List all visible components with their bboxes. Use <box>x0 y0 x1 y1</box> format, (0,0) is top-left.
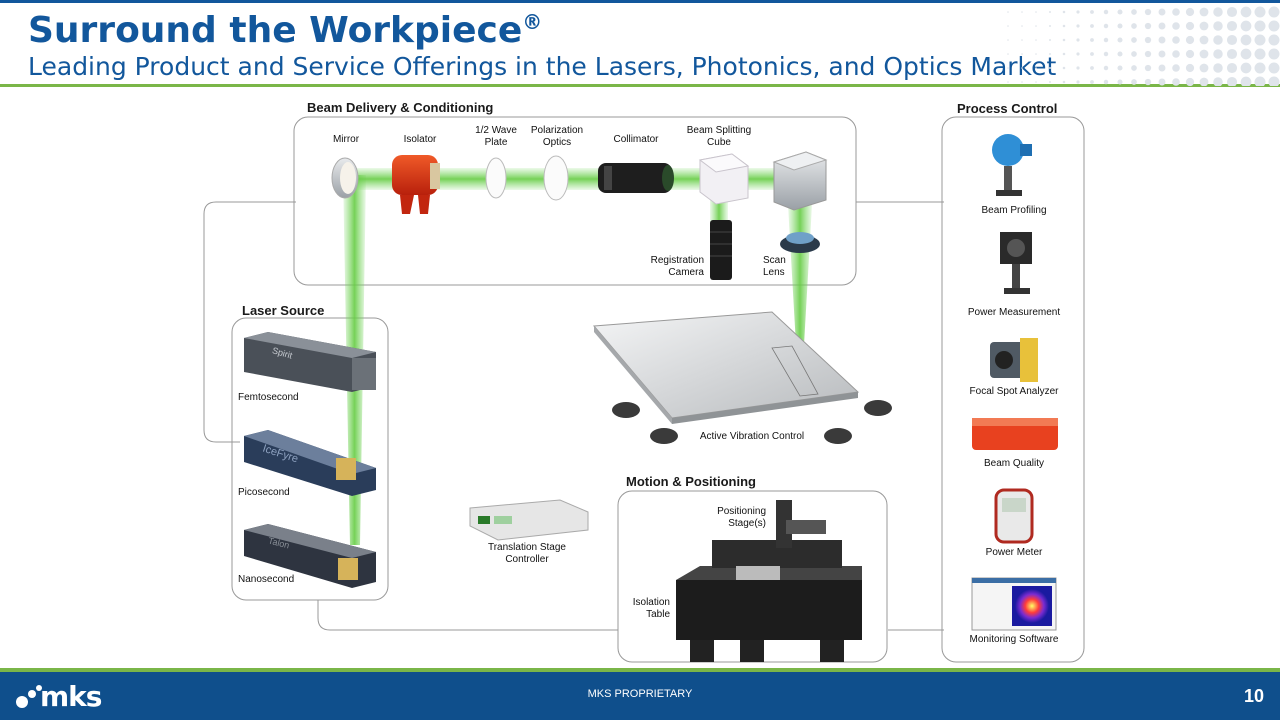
logo-text: mks <box>40 680 102 713</box>
picosecond-label: Picosecond <box>238 487 290 498</box>
isolator-label: Isolator <box>403 134 437 145</box>
left-connector-line <box>203 201 296 443</box>
footer-bar <box>0 672 1280 720</box>
laser-source-box <box>231 317 389 601</box>
isolation-label-line2: Table <box>646 609 670 620</box>
active-vibration-label: Active Vibration Control <box>699 431 805 442</box>
isolation-table-label: Isolation Table <box>626 597 670 621</box>
beam-splitting-label: Beam Splitting Cube <box>680 125 758 149</box>
translation-label-line1: Translation Stage <box>487 542 566 553</box>
beam-quality-device <box>972 418 1058 450</box>
collimator-label: Collimator <box>613 134 659 145</box>
motion-positioning-label: Motion & Positioning <box>626 474 756 489</box>
positioning-label-line2: Stage(s) <box>728 518 766 529</box>
page-subtitle: Leading Product and Service Offerings in… <box>28 52 1057 81</box>
registration-label-line2: Camera <box>668 267 704 278</box>
focal-spot-label: Focal Spot Analyzer <box>969 386 1059 397</box>
page-title: Surround the Workpiece® <box>28 10 542 51</box>
polarization-optic <box>543 155 569 201</box>
femtosecond-laser <box>244 332 376 392</box>
polarization-label-line2: Optics <box>542 137 572 148</box>
wave-plate-label-line1: 1/2 Wave <box>475 125 517 136</box>
collimator-device <box>598 163 672 193</box>
translation-controller-device <box>469 499 589 541</box>
beam-profiling-label: Beam Profiling <box>981 205 1047 216</box>
page-number: 10 <box>1243 686 1264 706</box>
picosecond-laser <box>244 430 376 496</box>
title-text: Surround the Workpiece <box>28 10 523 51</box>
monitoring-software-screen <box>971 577 1057 631</box>
polarization-label: Polarization Optics <box>526 125 588 149</box>
top-border <box>0 0 1280 3</box>
registration-label-line1: Registration <box>650 255 704 266</box>
beam-delivery-box <box>293 116 857 286</box>
beam-delivery-label: Beam Delivery & Conditioning <box>307 100 494 115</box>
power-measurement-device <box>1000 232 1032 294</box>
scan-lens-label-line1: Scan <box>763 255 786 266</box>
nanosecond-label: Nanosecond <box>238 574 295 585</box>
process-control-label: Process Control <box>957 101 1058 116</box>
footer-accent-line <box>0 668 1280 672</box>
scan-lens-label: Scan Lens <box>763 255 786 279</box>
positioning-stage-label: Positioning Stage(s) <box>700 506 766 530</box>
positioning-label-line1: Positioning <box>717 506 766 517</box>
registration-camera <box>710 220 732 280</box>
power-meter-device <box>994 488 1034 544</box>
wave-plate-label-line2: Plate <box>484 137 508 148</box>
bottom-connector-line <box>317 600 618 631</box>
translation-label-line2: Controller <box>505 554 549 565</box>
scan-lens-label-line2: Lens <box>763 267 785 278</box>
mirror-label: Mirror <box>332 134 360 145</box>
nanosecond-laser <box>244 524 376 588</box>
workpiece-diagram <box>203 116 1085 663</box>
polarization-label-line1: Polarization <box>530 125 584 136</box>
isolation-label-line1: Isolation <box>632 597 670 608</box>
beam-splitting-label-line2: Cube <box>707 137 731 148</box>
beam-horizontal-main <box>345 168 795 190</box>
vibration-isolator-feet <box>612 400 892 444</box>
femtosecond-label: Femtosecond <box>238 392 299 403</box>
mks-logo: mks <box>14 680 114 714</box>
isolation-table-device <box>676 566 862 662</box>
beam-splitting-label-line1: Beam Splitting <box>686 125 752 136</box>
beam-quality-label: Beam Quality <box>983 458 1045 469</box>
registration-camera-label: Registration Camera <box>642 255 704 279</box>
logo-dot-medium <box>28 690 36 698</box>
proprietary-notice: MKS PROPRIETARY <box>587 688 693 700</box>
wave-plate-optic <box>485 157 507 199</box>
laser-source-label: Laser Source <box>242 303 325 318</box>
header-divider <box>0 84 1280 87</box>
power-meter-label: Power Meter <box>985 547 1043 558</box>
focal-spot-analyzer-device <box>990 338 1038 382</box>
monitoring-software-label: Monitoring Software <box>969 634 1059 645</box>
process-control-box <box>941 116 1085 663</box>
isolator-device <box>392 155 438 195</box>
dot-pattern-decoration <box>1007 6 1280 86</box>
wave-plate-label: 1/2 Wave Plate <box>470 125 522 149</box>
power-measurement-label: Power Measurement <box>967 307 1061 318</box>
registered-mark: ® <box>522 10 543 34</box>
translation-controller-label: Translation Stage Controller <box>480 542 574 566</box>
logo-dot-small <box>36 685 42 691</box>
positioning-stage-device <box>712 500 842 580</box>
beam-profiling-device <box>992 134 1032 196</box>
logo-dot-large <box>16 696 28 708</box>
